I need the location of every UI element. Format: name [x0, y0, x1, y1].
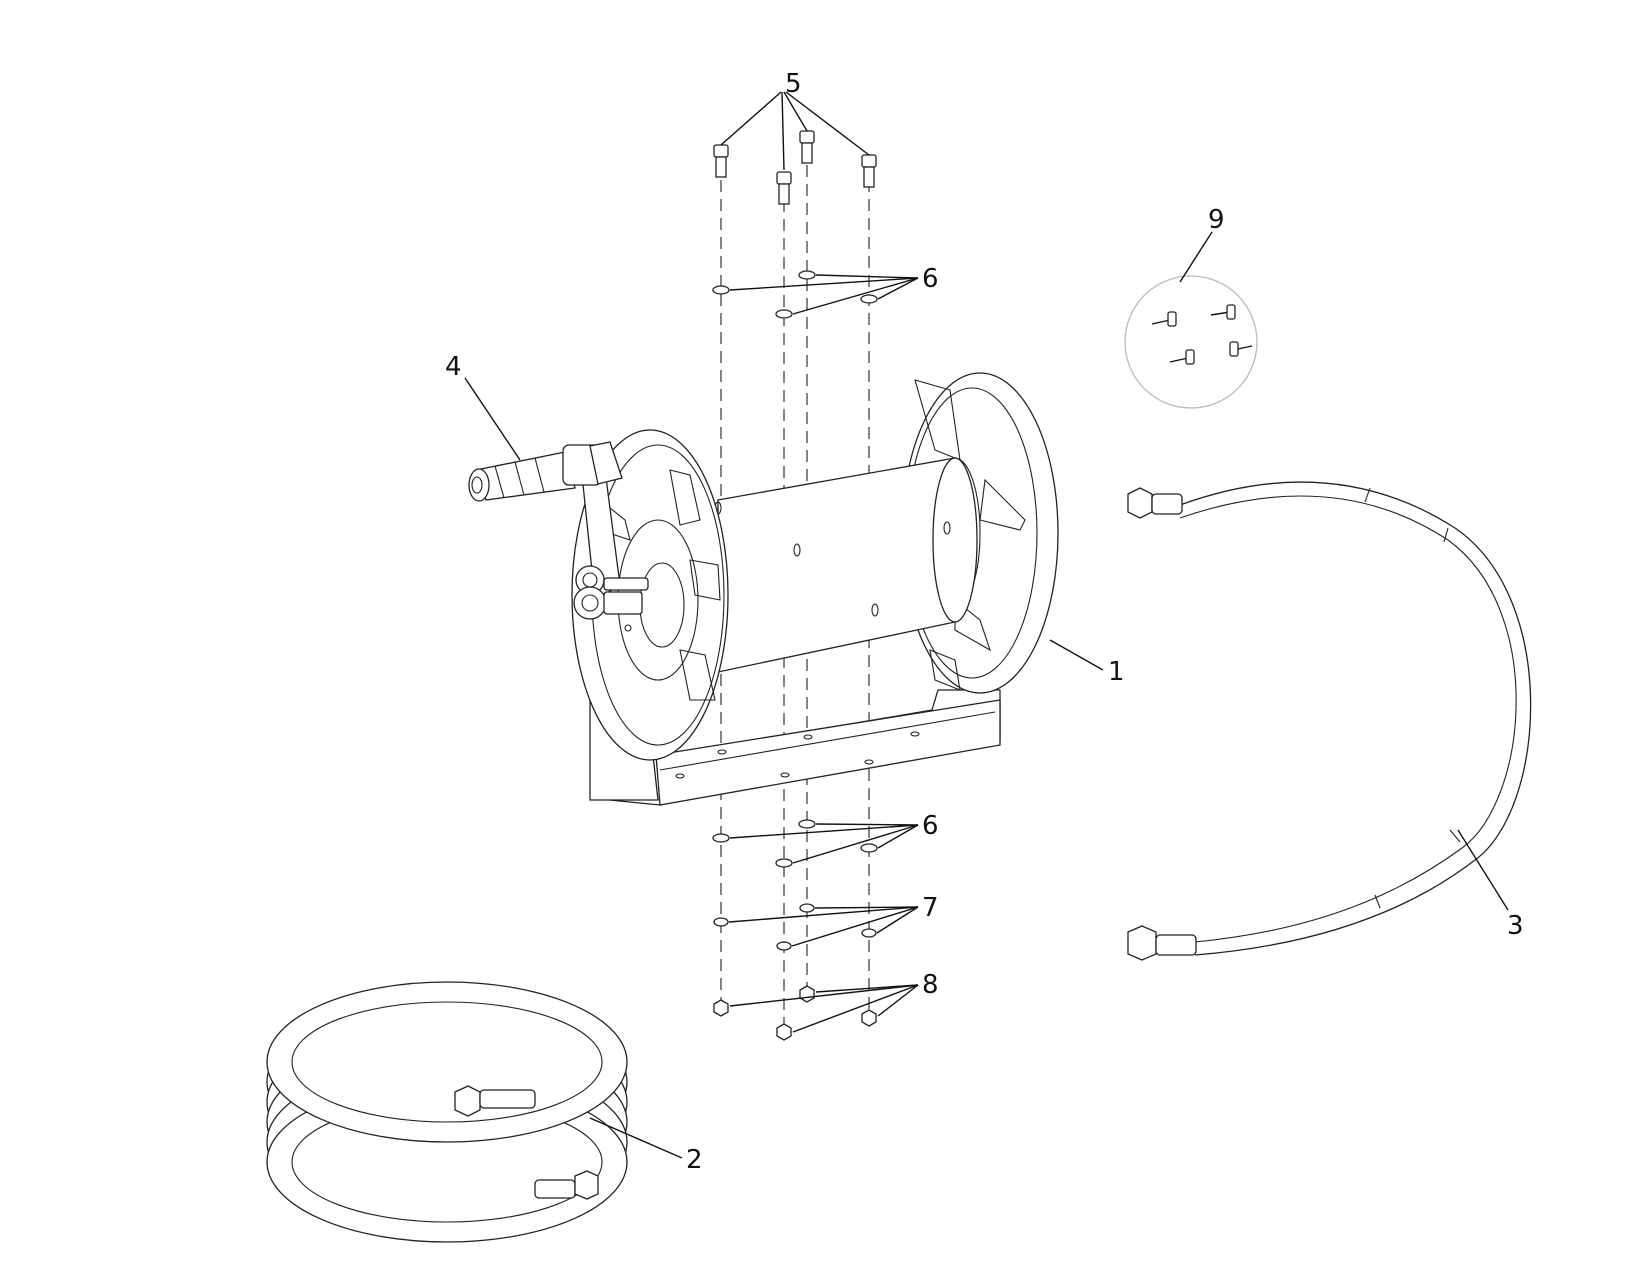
callout-8: 8 [922, 970, 939, 1000]
washers-part-6-bottom [712, 819, 878, 868]
hose-assembly-part-3 [1127, 481, 1532, 961]
callout-9: 9 [1208, 205, 1225, 235]
callout-4: 4 [445, 352, 462, 382]
screw [713, 144, 729, 178]
hose-reel-part-1 [571, 372, 1059, 806]
callout-3: 3 [1507, 911, 1524, 941]
lock-washers-part-7 [713, 903, 877, 951]
leader-lines [464, 91, 1509, 1159]
callout-1: 1 [1108, 657, 1125, 687]
small-bolt [1229, 341, 1253, 357]
crank-arm [573, 469, 649, 632]
small-bolt [1210, 304, 1236, 320]
crank-handle-part-4 [468, 441, 623, 502]
callout-6-bottom: 6 [922, 811, 939, 841]
callout-7: 7 [922, 893, 939, 923]
callout-labels: 1 2 3 4 5 6 6 7 8 9 [445, 69, 1524, 1175]
small-bolt [1151, 311, 1177, 327]
screw [776, 171, 792, 205]
callout-2: 2 [686, 1145, 703, 1175]
washers-part-6-top [712, 270, 878, 319]
callout-6-top: 6 [922, 264, 939, 294]
coiled-hose-part-2 [266, 981, 628, 1243]
hose-fitting-top [1127, 487, 1183, 519]
screw [799, 130, 815, 164]
bolt-kit-part-9 [1124, 275, 1258, 409]
callout-5: 5 [785, 69, 802, 99]
reel-drum [714, 457, 978, 673]
coil-fitting-outer [534, 1170, 599, 1200]
hose-fitting-bottom [1127, 925, 1197, 961]
small-bolt [1169, 349, 1195, 365]
screw [861, 154, 877, 188]
coil-fitting-inner [454, 1085, 536, 1117]
